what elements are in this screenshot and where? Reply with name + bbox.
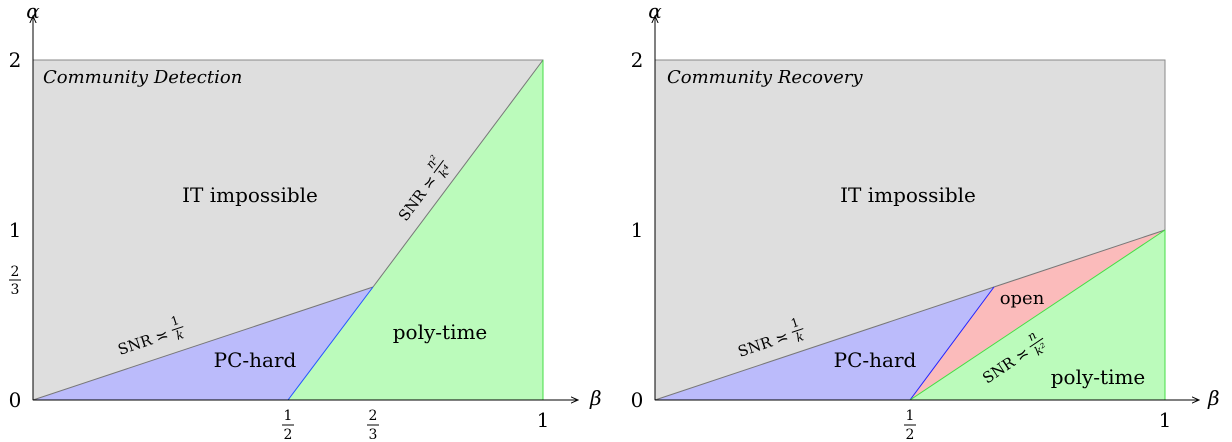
label-poly-time: poly-time bbox=[1051, 365, 1146, 389]
x-tick-1-2: 1 2 bbox=[282, 408, 294, 442]
label-it-impossible: IT impossible bbox=[840, 183, 976, 207]
frac-num: 1 bbox=[169, 313, 181, 329]
panel-community-detection: α β 2 1 2 3 0 1 2 2 3 1 Community Detect… bbox=[9, 0, 602, 442]
boundary-pc-open bbox=[909, 286, 995, 401]
x-tick-2-3: 2 3 bbox=[367, 408, 379, 442]
label-pc-hard: PC-hard bbox=[214, 348, 297, 372]
frac-num: 1 bbox=[789, 315, 801, 331]
y-tick-0: 0 bbox=[9, 388, 22, 412]
label-it-impossible: IT impossible bbox=[182, 183, 318, 207]
y-axis-label: α bbox=[648, 0, 662, 23]
x-axis-label: β bbox=[1207, 386, 1220, 410]
frac-bar bbox=[433, 159, 444, 174]
panel-community-recovery: α β 2 1 0 1 2 1 Community Recovery IT im… bbox=[631, 0, 1220, 442]
svg-text:2: 2 bbox=[11, 264, 20, 280]
svg-text:3: 3 bbox=[11, 282, 20, 298]
y-tick-1: 1 bbox=[631, 218, 644, 242]
y-tick-2-3: 2 3 bbox=[9, 264, 21, 298]
y-tick-1: 1 bbox=[9, 218, 22, 242]
y-axis-label: α bbox=[26, 0, 40, 23]
frac-bar bbox=[1029, 337, 1044, 348]
boundary-pc-poly bbox=[287, 286, 374, 401]
svg-text:2: 2 bbox=[284, 427, 293, 442]
y-tick-2: 2 bbox=[9, 48, 22, 72]
svg-text:1: 1 bbox=[906, 408, 915, 424]
panel-title: Community Recovery bbox=[667, 67, 863, 88]
panel-title: Community Detection bbox=[43, 67, 242, 88]
label-open: open bbox=[1000, 288, 1045, 309]
frac-bar bbox=[791, 328, 804, 333]
svg-text:1: 1 bbox=[284, 408, 293, 424]
boundary-snr-1-k bbox=[32, 286, 374, 401]
x-axis-label: β bbox=[589, 386, 602, 410]
frac-den: k bbox=[794, 329, 805, 345]
label-pc-hard: PC-hard bbox=[834, 348, 917, 372]
frac-bar bbox=[171, 326, 184, 331]
label-poly-time: poly-time bbox=[393, 320, 488, 344]
svg-text:2: 2 bbox=[906, 427, 915, 442]
boundary-snr-n2-k4 bbox=[372, 59, 544, 288]
x-tick-1: 1 bbox=[537, 408, 550, 432]
boundary-snr-n-k2 bbox=[909, 229, 1166, 401]
svg-text:2: 2 bbox=[369, 408, 378, 424]
frac-den: k bbox=[174, 327, 185, 343]
x-tick-1-2: 1 2 bbox=[904, 408, 916, 442]
svg-text:3: 3 bbox=[369, 427, 378, 442]
y-tick-0: 0 bbox=[631, 388, 644, 412]
boundary-snr-1-k bbox=[654, 229, 1166, 401]
x-tick-1: 1 bbox=[1159, 408, 1172, 432]
y-tick-2: 2 bbox=[631, 48, 644, 72]
